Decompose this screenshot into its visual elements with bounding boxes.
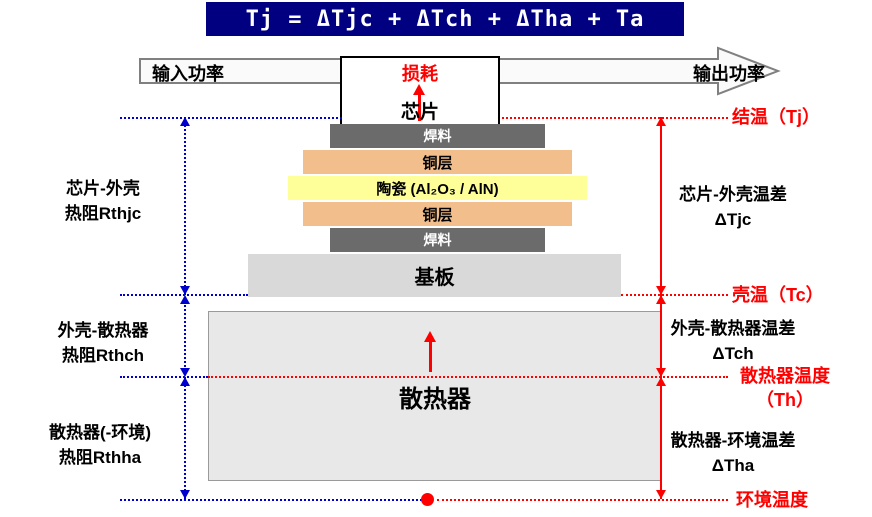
tc-temperature-label: 壳温（Tc） — [732, 285, 824, 305]
dtjc-label: 芯片-外壳温差 ΔTjc — [666, 182, 800, 232]
dtha-label-line1: 散热器-环境温差 — [670, 431, 796, 450]
baseplate-label: 基板 — [414, 267, 455, 289]
chip-heat-arrow-icon — [413, 84, 425, 95]
right-temperature-axis — [660, 117, 662, 499]
solder-top-label: 焊料 — [423, 128, 452, 144]
chip-heat-arrow-shaft — [418, 93, 421, 121]
blue-arrowhead-down-ta-icon — [180, 490, 190, 499]
dtch-label-line2: ΔTch — [712, 344, 754, 363]
dtha-label: 散热器-环境温差 ΔTha — [660, 428, 806, 478]
heatsink-heat-arrow-icon — [424, 331, 436, 342]
dtjc-label-line2: ΔTjc — [714, 210, 752, 229]
rthch-label-line1: 外壳-散热器 — [57, 321, 149, 340]
dtch-label: 外壳-散热器温差 ΔTch — [660, 316, 806, 366]
rthha-label-line2: 热阻Rthha — [58, 448, 142, 467]
blue-arrowhead-up-tj-icon — [180, 117, 190, 126]
rthjc-label-line2: 热阻Rthjc — [64, 204, 142, 223]
output-power-label: 输出功率 — [693, 64, 765, 84]
tj-level-line-left — [120, 117, 342, 119]
ta-level-line-left — [120, 499, 422, 501]
rthha-label-line1: 散热器(-环境) — [49, 423, 151, 442]
red-arrowhead-down-ta-icon — [656, 490, 666, 499]
red-arrowhead-down-tc-icon — [656, 286, 666, 295]
red-arrowhead-up-th-icon — [656, 377, 666, 386]
copper-bottom-label: 铜层 — [422, 206, 453, 224]
red-arrowhead-up-tj-icon — [656, 117, 666, 126]
th-temperature-label-line1: 散热器温度 — [740, 366, 830, 386]
red-arrowhead-up-tc-icon — [656, 295, 666, 304]
title-equation: Tj = ΔTjc + ΔTch + ΔTha + Ta — [245, 6, 645, 32]
ceramic-label: 陶瓷 (Al₂O₃ / AlN) — [376, 180, 499, 198]
copper-top-label: 铜层 — [422, 154, 453, 172]
dtch-label-line1: 外壳-散热器温差 — [670, 319, 796, 338]
ta-temperature-label: 环境温度 — [736, 490, 808, 510]
ceramic-layer: 陶瓷 (Al₂O₃ / AlN) — [288, 176, 587, 200]
solder-bottom-label: 焊料 — [423, 232, 452, 248]
ta-level-line-right — [437, 499, 728, 501]
blue-arrowhead-up-tc-icon — [180, 295, 190, 304]
heatsink-label: 散热器 — [399, 385, 471, 413]
solder-top-layer: 焊料 — [330, 124, 545, 148]
copper-bottom-layer: 铜层 — [303, 202, 572, 226]
ambient-dot — [421, 493, 434, 506]
title-banner: Tj = ΔTjc + ΔTch + ΔTha + Ta — [206, 2, 684, 36]
th-temperature-label-line2: （Th） — [756, 390, 814, 410]
copper-top-layer: 铜层 — [303, 150, 572, 174]
blue-arrowhead-down-th-icon — [180, 368, 190, 377]
rthjc-label: 芯片-外壳 热阻Rthjc — [28, 176, 178, 226]
red-arrowhead-down-th-icon — [656, 368, 666, 377]
chip-label: 芯片 — [400, 102, 439, 123]
tj-temperature-label: 结温（Tj） — [732, 107, 820, 127]
left-resistance-axis — [184, 117, 186, 499]
th-level-line-right — [208, 376, 728, 378]
tc-level-line-right — [621, 294, 728, 296]
loss-label: 损耗 — [402, 64, 438, 84]
tj-level-line-right — [502, 117, 728, 119]
baseplate-layer: 基板 — [248, 254, 621, 297]
blue-arrowhead-down-tc-icon — [180, 286, 190, 295]
rthch-label-line2: 热阻Rthch — [61, 346, 145, 365]
rthch-label: 外壳-散热器 热阻Rthch — [28, 318, 178, 368]
th-temperature-label: 散热器温度 （Th） — [730, 364, 840, 412]
rthjc-label-line1: 芯片-外壳 — [66, 179, 140, 198]
input-power-label: 输入功率 — [152, 64, 224, 84]
rthha-label: 散热器(-环境) 热阻Rthha — [20, 420, 180, 470]
dtjc-label-line1: 芯片-外壳温差 — [679, 185, 787, 204]
dtha-label-line2: ΔTha — [711, 456, 755, 475]
solder-bottom-layer: 焊料 — [330, 228, 545, 252]
th-level-line-left — [120, 376, 208, 378]
heatsink-heat-arrow-shaft — [429, 341, 432, 372]
blue-arrowhead-up-th-icon — [180, 377, 190, 386]
